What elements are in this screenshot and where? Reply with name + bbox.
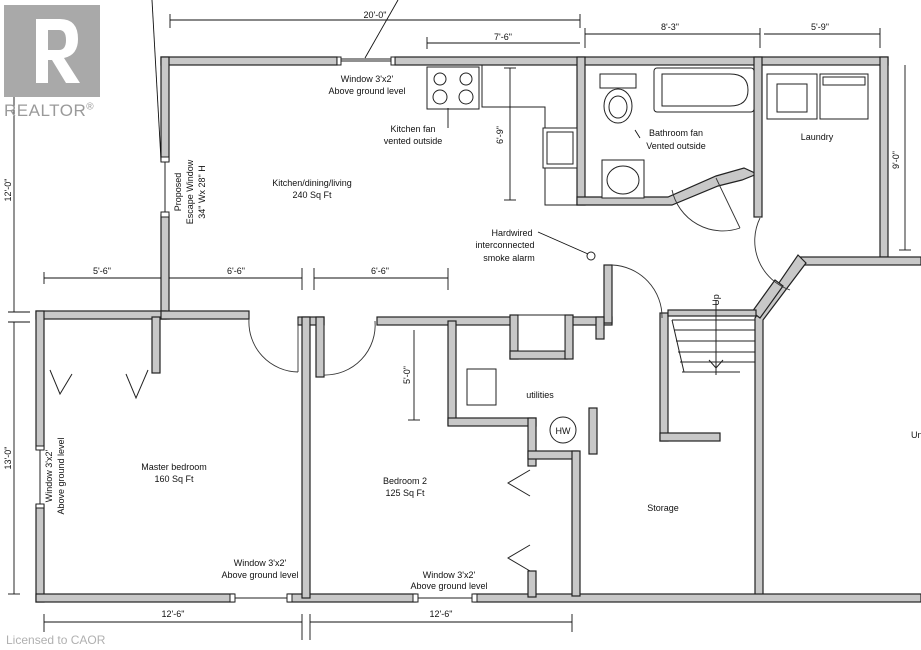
escape-window-note-1: Proposed — [173, 173, 183, 212]
doors — [248, 177, 791, 376]
dimension-labels: 20'-0" 7'-6" 8'-3" 5'-9" 6'-9" 9'-0" 12'… — [3, 10, 901, 619]
window-left-note-1: Window 3'x2' — [44, 449, 54, 502]
master-room-area: 160 Sq Ft — [154, 474, 194, 484]
annotations: Window 3'x2' Above ground level Kitchen … — [44, 74, 706, 591]
smoke-alarm-note-1: Hardwired — [491, 228, 532, 238]
realtor-logo — [4, 5, 100, 97]
dim-left-lower: 13'-0" — [3, 447, 13, 470]
kitchen-fan-note-1: Kitchen fan — [390, 124, 435, 134]
dim-bottom-mid: 12'-6" — [430, 609, 453, 619]
dim-top-overall: 20'-0" — [364, 10, 387, 20]
smoke-alarm-note-3: smoke alarm — [483, 253, 535, 263]
window-top-note-1: Window 3'x2' — [341, 74, 394, 84]
laundry-label: Laundry — [801, 132, 834, 142]
kitchen-room-area: 240 Sq Ft — [292, 190, 332, 200]
dim-top-bath: 8'-3" — [661, 22, 679, 32]
windows — [35, 56, 478, 603]
bedroom2-name: Bedroom 2 — [383, 476, 427, 486]
escape-window-note-3: 34" Wx 28" H — [197, 165, 207, 218]
window-bottom-mid-note-2: Above ground level — [410, 581, 487, 591]
smoke-alarm-note-2: interconnected — [475, 240, 534, 250]
bath-fan-note-1: Bathroom fan — [649, 128, 703, 138]
dim-left-upper: 12'-0" — [3, 179, 13, 202]
bath-fan-note-2: Vented outside — [646, 141, 706, 151]
dim-top-laundry: 5'-9" — [811, 22, 829, 32]
walls — [35, 56, 921, 603]
bedroom2-area: 125 Sq Ft — [385, 488, 425, 498]
window-bottom-left-note-1: Window 3'x2' — [234, 558, 287, 568]
unfinished-label: Un — [911, 430, 921, 440]
window-bottom-left-note-2: Above ground level — [221, 570, 298, 580]
license-credit: Licensed to CAOR — [6, 633, 106, 647]
dim-kitchen-depth: 6'-9" — [495, 126, 505, 144]
kitchen-room-name: Kitchen/dining/living — [272, 178, 352, 188]
dim-laundry-depth: 9'-0" — [891, 151, 901, 169]
window-left-note-2: Above ground level — [56, 437, 66, 514]
room-labels: Kitchen/dining/living 240 Sq Ft Master b… — [141, 132, 921, 513]
realtor-wordmark: REALTOR® — [4, 101, 94, 121]
storage-label: Storage — [647, 503, 679, 513]
dim-mid-right: 6'-6" — [371, 266, 389, 276]
dim-top-kitchen: 7'-6" — [494, 32, 512, 42]
dim-mid-center: 6'-6" — [227, 266, 245, 276]
utilities-label: utilities — [526, 390, 554, 400]
escape-window-note-2: Escape Window — [185, 159, 195, 224]
dim-utility-depth: 5'-0" — [402, 366, 412, 384]
dim-mid-left: 5'-6" — [93, 266, 111, 276]
dimension-lines — [8, 0, 911, 640]
kitchen-fan-note-2: vented outside — [384, 136, 443, 146]
realtor-wordmark-text: REALTOR — [4, 101, 87, 120]
window-bottom-mid-note-1: Window 3'x2' — [423, 570, 476, 580]
fixtures — [49, 65, 869, 572]
dim-bottom-left: 12'-6" — [162, 609, 185, 619]
master-room-name: Master bedroom — [141, 462, 207, 472]
hot-water-label: HW — [556, 426, 571, 436]
stairs-up-label: Up — [711, 294, 721, 306]
registered-mark: ® — [86, 101, 95, 113]
window-top-note-2: Above ground level — [328, 86, 405, 96]
